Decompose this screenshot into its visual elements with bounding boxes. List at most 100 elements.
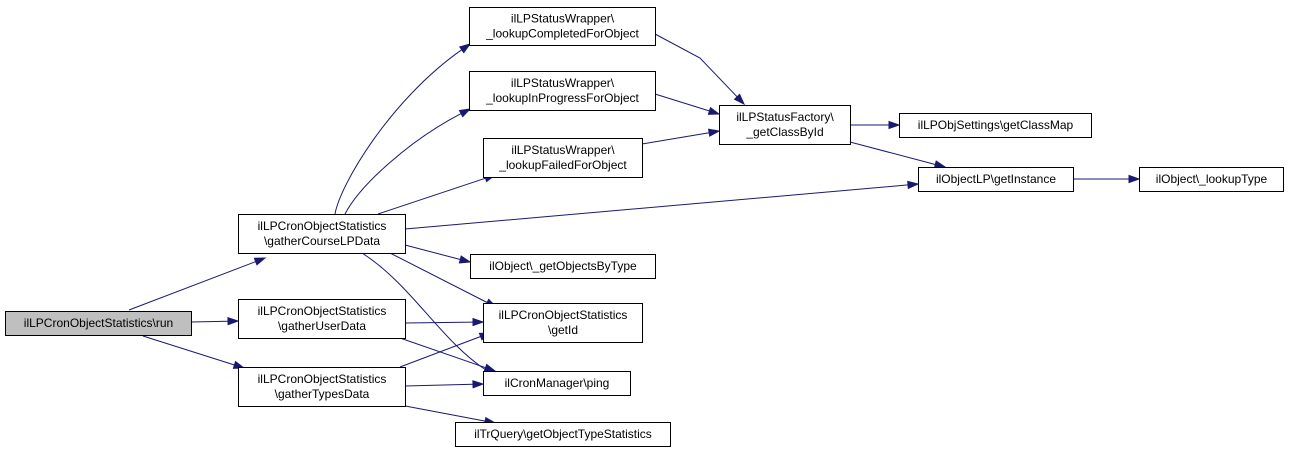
node-label: ilLPStatusWrapper\	[511, 12, 615, 26]
edge-line	[344, 113, 462, 215]
edge-line	[399, 404, 486, 422]
edge-gatherCourseLPData-to-lookupCompleted	[334, 43, 472, 215]
node-lookupCompleted[interactable]: ilLPStatusWrapper\_lookupCompletedForObj…	[469, 7, 656, 46]
node-getClassMap[interactable]: ilLPObjSettings\getClassMap	[899, 113, 1092, 138]
node-getInstance[interactable]: ilObjectLP\getInstance	[918, 167, 1074, 192]
edge-run-to-gatherTypesData	[142, 335, 246, 369]
edge-getClassById-to-getClassMap	[850, 120, 901, 130]
node-box	[483, 371, 631, 396]
edge-line	[404, 184, 909, 230]
node-box	[918, 167, 1074, 192]
edge-line	[849, 141, 936, 165]
edge-line	[654, 93, 710, 112]
node-box	[719, 105, 851, 145]
nodes-layer: ilLPCronObjectStatistics\run ilLPCronObje…	[5, 7, 1284, 447]
edge-run-to-gatherUserData	[190, 317, 240, 326]
arrowhead-icon	[907, 180, 920, 190]
node-label: _getClassById	[745, 125, 823, 139]
arrowhead-icon	[472, 317, 485, 327]
node-box	[469, 71, 656, 111]
node-box	[238, 214, 406, 254]
node-lookupInProgress[interactable]: ilLPStatusWrapper\_lookupInProgressForOb…	[469, 71, 656, 111]
node-label: ilLPStatusWrapper\	[511, 143, 615, 157]
arrowhead-icon	[483, 363, 497, 372]
edge-gatherCourseLPData-to-lookupFailed	[377, 174, 497, 215]
node-run[interactable]: ilLPCronObjectStatistics\run	[5, 311, 192, 336]
node-getClassById[interactable]: ilLPStatusFactory\_getClassById	[719, 105, 851, 145]
edge-getInstance-to-lookupType	[1073, 174, 1141, 184]
edge-gatherTypesData-to-getObjectTypeStatistics	[399, 404, 497, 426]
node-label: ilTrQuery\getObjectTypeStatistics	[474, 427, 652, 441]
edge-line	[128, 261, 256, 311]
node-label: \gatherTypesData	[275, 387, 370, 401]
node-box	[238, 367, 406, 407]
edge-lookupInProgress-to-getClassById	[654, 93, 721, 115]
node-getObjectTypeStatistics[interactable]: ilTrQuery\getObjectTypeStatistics	[455, 422, 671, 447]
node-label: ilLPStatusWrapper\	[511, 76, 615, 90]
edge-line	[404, 321, 474, 324]
arrowhead-icon	[733, 93, 746, 106]
edge-gatherUserData-to-ping	[399, 337, 497, 372]
node-lookupType[interactable]: ilObject\_lookupType	[1139, 167, 1284, 192]
edge-line	[190, 320, 229, 323]
node-label: ilLPCronObjectStatistics	[499, 308, 628, 322]
edge-gatherTypesData-to-ping	[404, 380, 485, 389]
node-box	[470, 254, 656, 279]
edge-line	[654, 33, 738, 98]
node-getId[interactable]: ilLPCronObjectStatistics\getId	[483, 303, 643, 343]
node-label: ilLPStatusFactory\	[736, 110, 834, 124]
arrowhead-icon	[458, 255, 472, 264]
arrowhead-icon	[1128, 174, 1141, 184]
node-label: ilLPCronObjectStatistics	[258, 372, 387, 386]
edge-line	[399, 337, 486, 369]
edge-line	[641, 132, 710, 145]
edge-lookupCompleted-to-getClassById	[654, 33, 746, 106]
node-label: ilObjectLP\getInstance	[936, 172, 1056, 186]
node-label: ilLPCronObjectStatistics	[258, 304, 387, 318]
arrowhead-icon	[888, 120, 901, 130]
node-gatherTypesData[interactable]: ilLPCronObjectStatistics\gatherTypesData	[238, 367, 406, 407]
edge-gatherCourseLPData-to-lookupInProgress	[344, 108, 472, 215]
node-label: _lookupCompletedForObject	[485, 27, 639, 41]
node-label: ilLPCronObjectStatistics	[258, 219, 387, 233]
node-box	[455, 422, 671, 447]
node-box	[899, 113, 1092, 138]
arrowhead-icon	[227, 317, 240, 326]
node-getObjectsByType[interactable]: ilObject\_getObjectsByType	[470, 254, 656, 279]
node-label: ilObject\_lookupType	[1156, 172, 1268, 186]
arrowhead-icon	[458, 43, 472, 54]
node-lookupFailed[interactable]: ilLPStatusWrapper\_lookupFailedForObject	[483, 138, 643, 178]
node-label: ilLPCronObjectStatistics\run	[24, 316, 173, 330]
node-label: ilCronManager\ping	[505, 376, 610, 390]
node-label: ilObject\_getObjectsByType	[489, 259, 637, 273]
arrowhead-icon	[253, 257, 267, 266]
node-box	[483, 303, 643, 343]
edge-line	[399, 336, 481, 368]
node-label: \getId	[548, 323, 578, 337]
edge-gatherCourseLPData-to-getObjectsByType	[404, 244, 472, 264]
node-box	[5, 311, 192, 336]
node-gatherUserData[interactable]: ilLPCronObjectStatistics\gatherUserData	[238, 299, 406, 339]
edge-gatherUserData-to-getId	[404, 317, 485, 327]
node-box	[1139, 167, 1284, 192]
node-label: ilLPObjSettings\getClassMap	[918, 118, 1074, 132]
edge-run-to-gatherCourseLPData	[128, 257, 267, 311]
edge-line	[334, 49, 463, 215]
edge-line	[142, 335, 235, 366]
node-box	[238, 299, 406, 339]
node-box	[469, 7, 656, 46]
arrowhead-icon	[933, 160, 947, 169]
node-label: _lookupInProgressForObject	[485, 91, 639, 105]
node-gatherCourseLPData[interactable]: ilLPCronObjectStatistics\gatherCourseLPD…	[238, 214, 406, 254]
node-label: _lookupFailedForObject	[498, 158, 627, 172]
edge-gatherCourseLPData-to-getInstance	[404, 180, 920, 230]
node-box	[483, 138, 643, 178]
edges-layer	[128, 33, 1141, 426]
edge-line	[404, 383, 474, 387]
node-label: \gatherCourseLPData	[264, 234, 380, 248]
edge-line	[389, 252, 488, 303]
edge-line	[377, 177, 486, 215]
node-ping[interactable]: ilCronManager\ping	[483, 371, 631, 396]
arrowhead-icon	[707, 128, 721, 137]
